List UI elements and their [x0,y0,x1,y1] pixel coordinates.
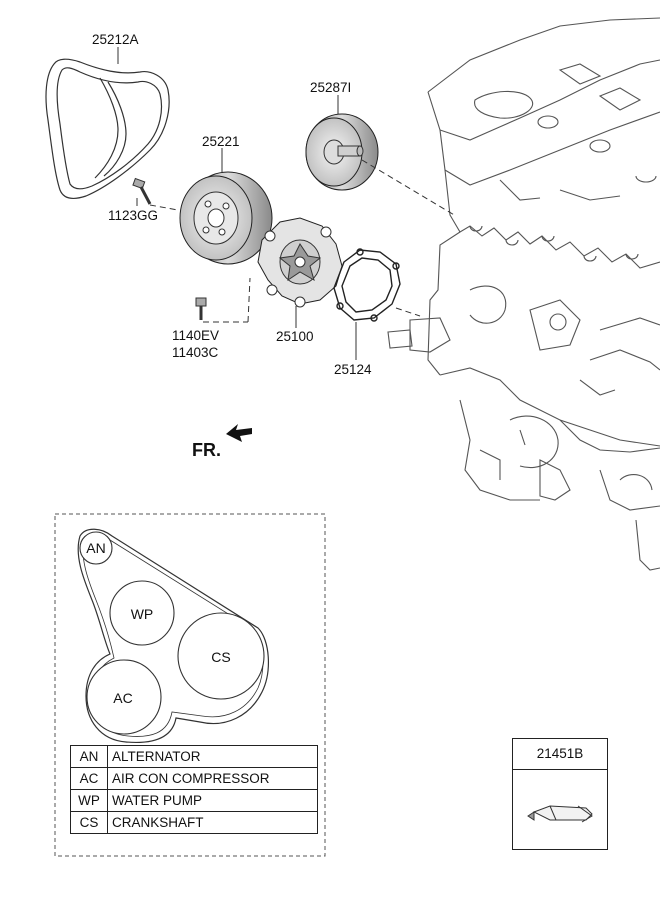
legend-name: AIR CON COMPRESSOR [107,767,318,790]
belt-legend-table: AN ALTERNATOR AC AIR CON COMPRESSOR WP W… [70,745,318,834]
pulley-ac [86,659,162,735]
legend-code: WP [70,789,108,812]
legend-name: ALTERNATOR [107,745,318,768]
part-label-water-pump: 25100 [276,329,314,344]
pulley-an [79,531,113,565]
bolt-1123gg [132,177,152,205]
part-label-gasket: 25124 [334,362,372,377]
pulley-label-cs: CS [211,649,230,665]
legend-name: WATER PUMP [107,789,318,812]
water-pump-gasket [333,248,401,322]
pulley-cs [177,612,265,700]
legend-code: AN [70,745,108,768]
part-label-bolt-pump-a: 1140EV [172,328,219,343]
front-arrow-icon [226,424,252,442]
water-pump-pulley [179,171,273,265]
front-label: FR. [192,440,221,460]
part-label-bolt-pulley: 1123GG [108,208,158,223]
engine-block-outline [387,17,660,571]
part-label-idler: 25287I [310,80,351,95]
pulley-label-ac: AC [113,690,132,706]
part-label-bolt-pump-b: 11403C [172,345,219,360]
water-pump [257,217,343,308]
legend-code: CS [70,811,108,834]
drive-belt [45,58,170,200]
legend-row: AC AIR CON COMPRESSOR [70,767,318,790]
part-label-pulley: 25221 [202,134,240,149]
sealant-tube-icon [527,805,593,823]
front-direction-marker: FR. [192,424,252,460]
pulley-wp [109,580,175,646]
sealant-part-box: 21451B [512,738,608,850]
legend-row: WP WATER PUMP [70,789,318,812]
belt-routing-box [54,513,326,857]
pulley-label-wp: WP [131,606,154,622]
legend-name: CRANKSHAFT [107,811,318,834]
legend-row: CS CRANKSHAFT [70,811,318,834]
legend-code: AC [70,767,108,790]
alignment-lines [149,159,457,323]
pulley-label-an: AN [86,540,105,556]
part-label-belt: 25212A [92,32,139,47]
legend-row: AN ALTERNATOR [70,745,318,768]
part-label-sealant: 21451B [513,739,607,770]
idler-pulley [305,113,379,191]
leader-lines [117,47,357,360]
bolt-1140ev [195,297,207,320]
belt-routing-diagram: AN WP CS AC [77,528,269,744]
